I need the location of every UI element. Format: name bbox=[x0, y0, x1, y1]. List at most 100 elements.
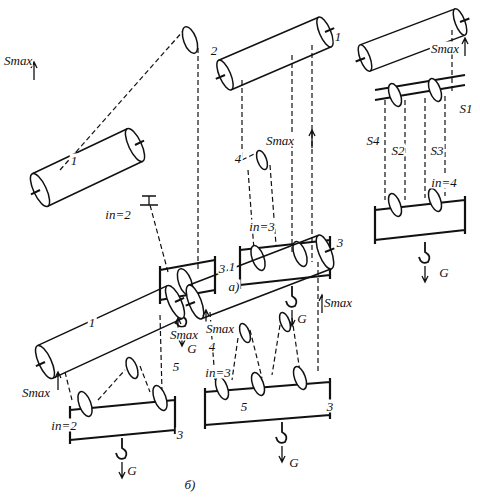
pulley bbox=[75, 390, 95, 418]
callout-label: S2 bbox=[391, 144, 406, 157]
rope bbox=[65, 372, 72, 400]
hook bbox=[276, 422, 286, 443]
drum-body bbox=[37, 286, 182, 379]
callout-label: 5 bbox=[240, 400, 249, 413]
frame-line bbox=[135, 141, 144, 145]
callout-label: Smax bbox=[265, 134, 295, 147]
callout-label: 1 bbox=[88, 316, 97, 329]
callout-label: iп=3 bbox=[248, 220, 275, 233]
drum-body bbox=[219, 17, 332, 89]
callout-label: S4 bbox=[366, 134, 381, 147]
rope bbox=[160, 315, 162, 392]
callout-label: 4 bbox=[234, 152, 243, 165]
pulley bbox=[150, 384, 170, 412]
drum-end bbox=[32, 343, 59, 381]
rope bbox=[317, 262, 318, 372]
drum-end bbox=[162, 283, 189, 321]
frame-line bbox=[356, 58, 365, 62]
force-arrow bbox=[309, 130, 315, 148]
callout-label: G bbox=[288, 456, 299, 469]
callout-label: 3 bbox=[176, 428, 185, 441]
callout-label: G bbox=[296, 312, 307, 325]
callout-label: Smax bbox=[323, 296, 353, 309]
drum-end bbox=[122, 126, 149, 164]
rope bbox=[250, 330, 262, 378]
rope bbox=[384, 100, 385, 200]
callout-label: iп=4 bbox=[430, 176, 457, 189]
pulley bbox=[426, 77, 444, 103]
rope bbox=[292, 318, 300, 372]
callout-label: Smax bbox=[3, 54, 33, 67]
hook bbox=[286, 286, 296, 307]
callout-label: 3 bbox=[336, 236, 345, 249]
frame-line bbox=[460, 18, 469, 22]
pulley bbox=[386, 82, 404, 108]
drum-body bbox=[360, 9, 465, 71]
rope bbox=[272, 325, 280, 375]
callout-label: 1 bbox=[228, 260, 237, 273]
callout-label: 1 bbox=[70, 154, 79, 167]
drum-body bbox=[189, 235, 332, 319]
drum-end bbox=[355, 43, 374, 73]
callout-label: G bbox=[186, 342, 197, 355]
rope bbox=[98, 370, 125, 400]
callout-label: 3 bbox=[326, 400, 335, 413]
callout-label: 4 bbox=[208, 340, 217, 353]
frame-line bbox=[186, 302, 195, 306]
hook bbox=[116, 438, 126, 459]
frame-line bbox=[325, 248, 334, 252]
rope bbox=[270, 165, 276, 245]
drum-end bbox=[313, 233, 338, 271]
drum-end bbox=[450, 7, 469, 37]
callout-label: 1 bbox=[334, 30, 343, 43]
load-arrow bbox=[422, 266, 428, 282]
callout-label: а) bbox=[228, 280, 241, 293]
rope bbox=[140, 366, 150, 392]
rope bbox=[60, 30, 184, 170]
callout-label: 3 bbox=[218, 262, 227, 275]
rope bbox=[311, 45, 312, 262]
frame-line bbox=[36, 362, 45, 366]
callout-label: iп=3 bbox=[204, 366, 231, 379]
callout-label: S1 bbox=[459, 102, 474, 115]
force-arrow bbox=[55, 372, 61, 390]
pulley bbox=[124, 356, 141, 380]
callout-label: 5 bbox=[172, 360, 181, 373]
rope bbox=[150, 205, 168, 272]
callout-label: iп=2 bbox=[50, 419, 77, 432]
callout-label: iп=2 bbox=[104, 208, 131, 221]
rope bbox=[242, 80, 262, 160]
rope-anchor bbox=[140, 196, 158, 205]
callout-label: Smax bbox=[169, 328, 199, 341]
rope bbox=[197, 48, 198, 272]
load-arrow bbox=[119, 462, 125, 478]
hook bbox=[419, 242, 429, 263]
pulley bbox=[426, 187, 444, 213]
frame-line bbox=[31, 190, 40, 194]
callout-label: 2 bbox=[210, 44, 219, 57]
callout-label: S3 bbox=[430, 144, 445, 157]
pulley bbox=[290, 240, 310, 268]
pulley bbox=[291, 365, 309, 391]
pulley bbox=[254, 149, 269, 171]
frame-line bbox=[216, 75, 225, 79]
pulley bbox=[386, 192, 404, 218]
pulley bbox=[277, 311, 292, 333]
callout-label: G bbox=[126, 464, 137, 477]
frame-line bbox=[175, 298, 184, 302]
load-arrow bbox=[279, 446, 285, 462]
callout-label: G bbox=[438, 266, 449, 279]
rope bbox=[232, 338, 238, 380]
force-arrow bbox=[462, 38, 468, 56]
pulley bbox=[179, 25, 200, 56]
drum-end bbox=[27, 171, 54, 209]
callout-label: Smax bbox=[430, 42, 460, 55]
callout-label: Smax bbox=[21, 386, 51, 399]
pulley bbox=[213, 375, 231, 401]
callout-label: Smax bbox=[205, 322, 235, 335]
drum-end bbox=[214, 58, 237, 92]
rope bbox=[291, 55, 292, 252]
pulley bbox=[249, 371, 267, 397]
callout-label: б) bbox=[184, 478, 197, 491]
